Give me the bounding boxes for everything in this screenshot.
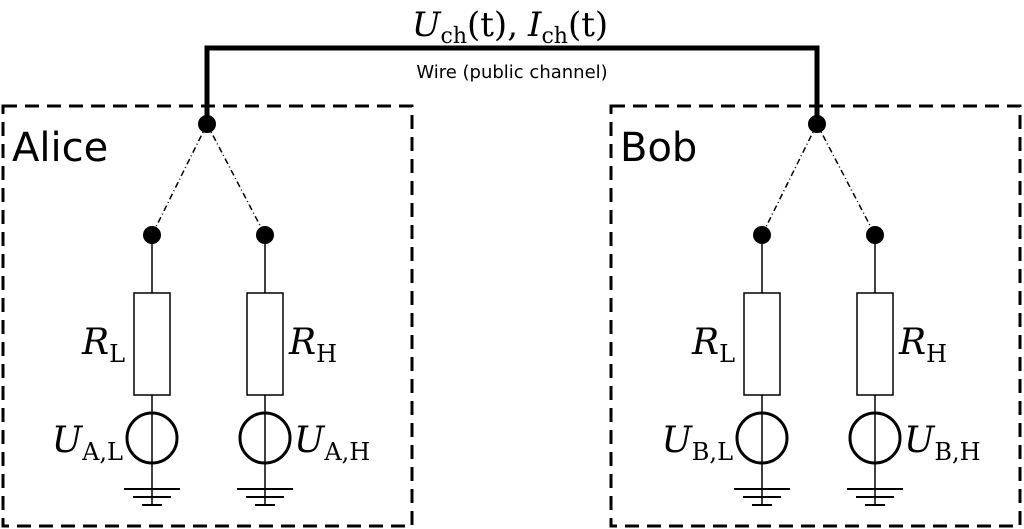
alice-group: Alice RL RH UA,L UA,H (1, 104, 414, 528)
bob-switch-arm-low (761, 123, 818, 236)
alice-u-high-label: UA,H (294, 420, 370, 466)
bob-resistor-high (856, 292, 894, 396)
alice-r-high-label: RH (288, 322, 337, 368)
bob-r-low-label: RL (691, 322, 735, 368)
bob-resistor-low (743, 292, 781, 396)
bob-r-high-label: RH (898, 322, 947, 368)
alice-ground-low-icon (124, 488, 180, 506)
public-channel-wire (204, 45, 820, 124)
bob-switch-arm-high (816, 123, 876, 236)
wire-label: Wire (public channel) (416, 62, 607, 83)
bob-name: Bob (620, 125, 697, 171)
bob-group: Bob RL RH UB,L UB,H (609, 104, 1022, 528)
bob-u-high-label: UB,H (904, 420, 981, 466)
alice-resistor-high (246, 292, 284, 396)
channel-signal-label: Uch(t),Ich(t) (412, 5, 608, 49)
alice-u-low-label: UA,L (52, 420, 123, 466)
alice-ground-high-icon (237, 488, 293, 506)
bob-u-low-label: UB,L (661, 420, 733, 466)
alice-r-low-label: RL (81, 322, 125, 368)
alice-name: Alice (12, 125, 108, 171)
alice-switch-arm-low (151, 123, 208, 236)
alice-switch-node (198, 115, 216, 133)
bob-ground-high-icon (847, 488, 903, 506)
alice-resistor-low (133, 292, 171, 396)
bob-switch-node (808, 115, 826, 133)
alice-switch-arm-high (206, 123, 266, 236)
alice-box (1, 104, 414, 528)
bob-ground-low-icon (734, 488, 790, 506)
bob-box (609, 104, 1022, 528)
